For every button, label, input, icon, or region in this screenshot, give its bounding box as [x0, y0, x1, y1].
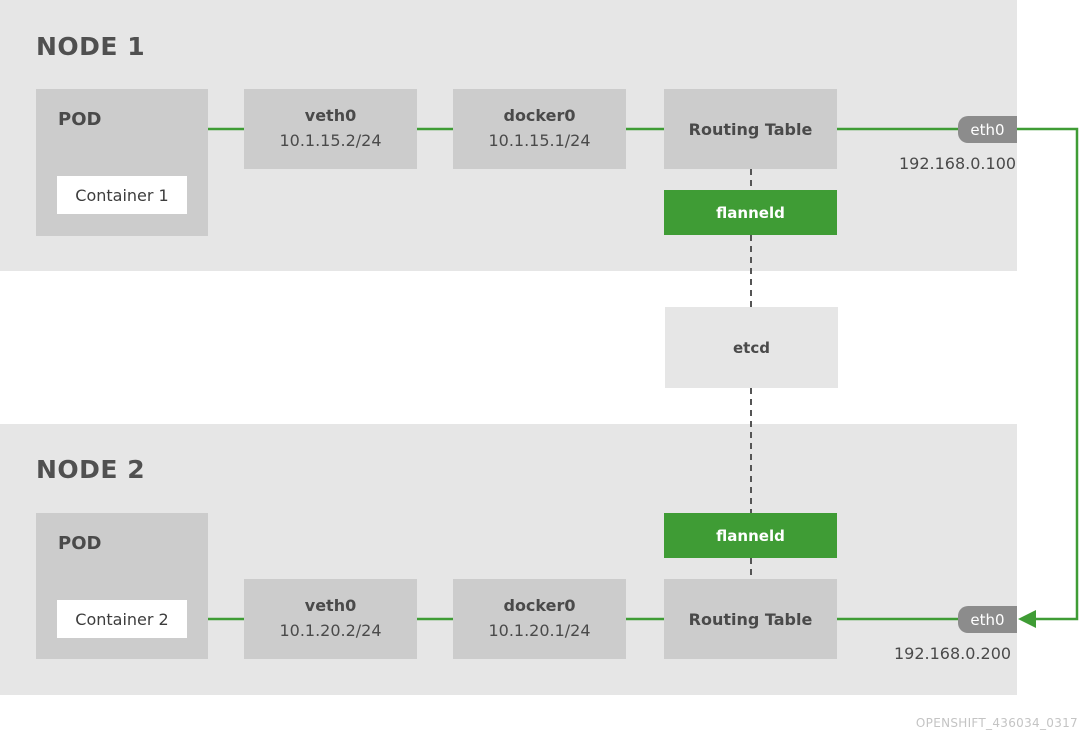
node-1-pod-label: POD	[58, 109, 102, 130]
node-2-pod-label: POD	[58, 533, 102, 554]
node-1-docker-ip: 10.1.15.1/24	[488, 131, 591, 150]
node-2-docker-ip: 10.1.20.1/24	[488, 621, 591, 640]
node-2-container: Container 2	[57, 600, 187, 638]
node-1-routing-table-label: Routing Table	[688, 119, 813, 139]
eth0-arrowhead	[1018, 610, 1036, 628]
node-1-veth-ip: 10.1.15.2/24	[279, 131, 382, 150]
node-2-pod: POD Container 2	[36, 513, 208, 659]
node-2-docker-name: docker0	[503, 596, 576, 615]
node-2-veth-name: veth0	[304, 596, 357, 615]
node-2-routing-table-label: Routing Table	[688, 609, 813, 629]
node-1-eth0-ip: 192.168.0.100	[899, 154, 1017, 173]
node-2-title: NODE 2	[36, 455, 146, 484]
node-1-routing-table: Routing Table	[664, 89, 837, 169]
node-1-veth0: veth0 10.1.15.2/24	[244, 89, 417, 169]
node-1-title: NODE 1	[36, 32, 146, 61]
node-2-flanneld: flanneld	[664, 513, 837, 558]
etcd-box: etcd	[665, 307, 838, 388]
eth0-to-eth0-path	[1017, 127, 1079, 621]
node-2-veth0: veth0 10.1.20.2/24	[244, 579, 417, 659]
node-1-flanneld: flanneld	[664, 190, 837, 235]
node-1-docker0: docker0 10.1.15.1/24	[453, 89, 626, 169]
node-2-docker0: docker0 10.1.20.1/24	[453, 579, 626, 659]
watermark: OPENSHIFT_436034_0317	[915, 716, 1078, 730]
node-2-veth-ip: 10.1.20.2/24	[279, 621, 382, 640]
node-1-container: Container 1	[57, 176, 187, 214]
node-1-docker-name: docker0	[503, 106, 576, 125]
node-2-routing-table: Routing Table	[664, 579, 837, 659]
node-1-veth-name: veth0	[304, 106, 357, 125]
node-1-pod: POD Container 1	[36, 89, 208, 236]
node-2-eth0: eth0	[958, 606, 1017, 633]
node-1-eth0: eth0	[958, 116, 1017, 143]
node-2-eth0-ip: 192.168.0.200	[894, 644, 1012, 663]
